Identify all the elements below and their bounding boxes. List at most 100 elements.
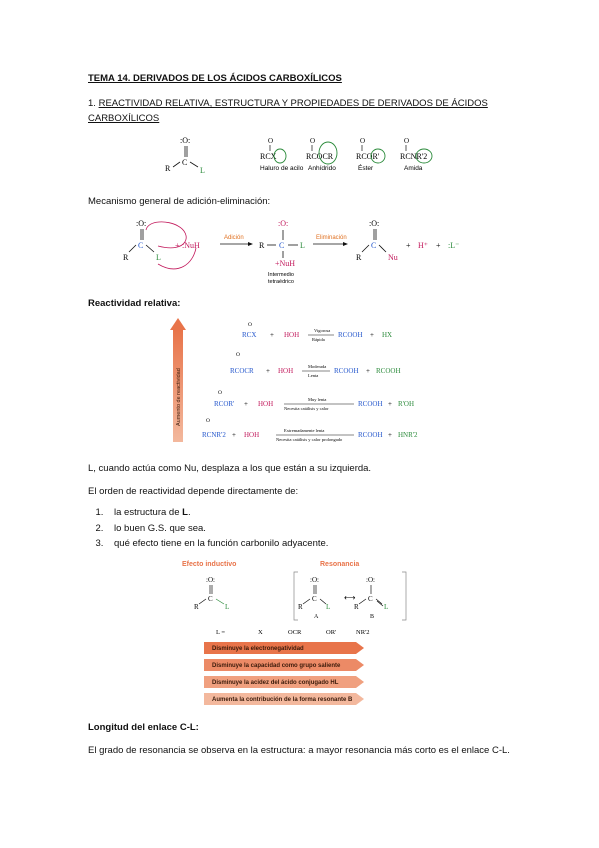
- inductive-resonance-figure: Efecto inductivo Resonancia :O: C R L :O…: [182, 561, 407, 705]
- page-title: TEMA 14. DERIVADOS DE LOS ÁCIDOS CARBOXÍ…: [88, 73, 342, 84]
- derivative-o: O: [404, 137, 409, 145]
- inductive-l: L: [225, 603, 229, 611]
- section-heading: 1. REACTIVIDAD RELATIVA, ESTRUCTURA Y PR…: [88, 96, 508, 126]
- reactant-carbon: C: [138, 241, 143, 250]
- row-byproduct: R'OH: [398, 400, 414, 408]
- trend-bar-label: Disminuye la acidez del ácido conjugado …: [212, 680, 339, 686]
- factor-item: lo buen G.S. que sea.: [106, 521, 528, 537]
- inductive-carbon: C: [208, 595, 213, 603]
- trend-bar-label: Disminuye la capacidad como grupo salien…: [212, 663, 341, 669]
- trend-bar-3: [204, 676, 364, 688]
- row-condition-top: Vigorosa: [314, 328, 330, 333]
- derivative-formula: RCNR'2: [400, 152, 427, 161]
- plus-sign: +: [406, 241, 411, 250]
- row-condition-bottom: Necesita catálisis y calor prolongado: [276, 437, 343, 442]
- row-product: RCOOH: [358, 431, 383, 439]
- inductive-oxygen: :O:: [206, 576, 215, 584]
- resonance-a-l: L: [326, 603, 330, 611]
- inductive-effect-title: Efecto inductivo: [182, 561, 236, 568]
- factor-text: qué efecto tiene en la función carbonilo…: [114, 538, 329, 549]
- resonance-b-carbon: C: [368, 595, 373, 603]
- trend-bar-1: [204, 642, 364, 654]
- addition-elimination-mechanism: :O: C R L + :NuH Adición :O: R C L +NuH …: [123, 219, 459, 285]
- plus-sign: +: [436, 241, 441, 250]
- displacement-note-text: L, cuando actúa como Nu, desplaza a los …: [88, 463, 372, 474]
- row-condition-bottom: Necesita catálisis y calor: [284, 406, 329, 411]
- bond-length-paragraph: El grado de resonancia se observa en la …: [88, 745, 510, 756]
- factor-item: qué efecto tiene en la función carbonilo…: [106, 536, 528, 552]
- row-reagent: HOH: [258, 400, 273, 408]
- reactivity-row: O RCNR'2 + HOH Extremadamente lenta Nece…: [202, 418, 418, 442]
- trend-bar-2: [204, 659, 364, 671]
- inductive-r: R: [194, 603, 199, 611]
- plus-sign: +: [388, 400, 392, 408]
- reactant-r: R: [123, 253, 129, 262]
- proton: H⁺: [418, 241, 428, 250]
- reactant-oxygen: :O:: [136, 219, 146, 228]
- l-row-label: L =: [216, 629, 225, 636]
- row-compound: RCNR'2: [202, 431, 226, 439]
- row-compound: RCOCR: [230, 367, 254, 375]
- resonance-form-b: B: [370, 614, 374, 620]
- resonance-arrow: ⟷: [344, 593, 356, 602]
- intermediate-l: L: [300, 241, 305, 250]
- derivative-name: Haluro de acilo: [260, 165, 304, 172]
- l-row-ocr: OCR: [288, 629, 302, 636]
- resonance-title: Resonancia: [320, 561, 359, 568]
- row-byproduct: HX: [382, 331, 392, 339]
- product-nu: Nu: [388, 253, 398, 262]
- derivative-anhydride: O RCOCR Anhídrido: [306, 137, 338, 172]
- plus-sign: +: [175, 241, 180, 250]
- row-condition-top: Extremadamente lenta: [284, 428, 324, 433]
- derivative-amide: O RCNR'2 Amida: [400, 137, 433, 172]
- reactivity-row: O RCX + HOH Vigorosa Rápida RCOOH + HX: [242, 322, 392, 342]
- product-oxygen: :O:: [369, 219, 379, 228]
- trend-bar-label: Aumenta la contribución de la forma reso…: [212, 697, 353, 703]
- reactant-l: L: [156, 253, 161, 262]
- plus-sign: +: [266, 367, 270, 375]
- factor-tail: .: [187, 507, 191, 518]
- reactivity-label: Reactividad relativa:: [88, 298, 181, 309]
- resonance-b-l: L: [384, 603, 388, 611]
- l-row-or: OR': [326, 629, 336, 636]
- r-group: R: [165, 164, 171, 173]
- reactivity-axis-label: Aumento de reactividad: [176, 368, 182, 426]
- resonance-a-oxygen: :O:: [310, 576, 319, 584]
- resonance-form-a: A: [314, 614, 319, 620]
- addition-label: Adición: [224, 235, 244, 241]
- derivative-o: O: [268, 137, 273, 145]
- row-product: RCOOH: [334, 367, 359, 375]
- plus-sign: +: [270, 331, 274, 339]
- carbonyl-oxygen: :O:: [180, 136, 190, 145]
- row-condition-bottom: Rápida: [312, 337, 325, 342]
- reactivity-row: O RCOR' + HOH Muy lenta Necesita catális…: [214, 390, 414, 411]
- mechanism-label: Mecanismo general de adición-eliminación…: [88, 196, 271, 207]
- factors-list: la estructura de L. lo buen G.S. que sea…: [88, 505, 528, 552]
- section-number: 1.: [88, 98, 96, 109]
- derivative-o: O: [310, 137, 315, 145]
- row-condition-top: Muy lenta: [308, 397, 326, 402]
- displacement-note: L, cuando actúa como Nu, desplaza a los …: [88, 461, 528, 476]
- row-o: O: [236, 352, 240, 358]
- bond-length-heading: Longitud del enlace C-L:: [88, 722, 199, 733]
- plus-sign: +: [244, 400, 248, 408]
- plus-sign: +: [388, 431, 392, 439]
- acyl-derivatives-figure: :O: C R L O RCX Haluro de acilo O RCOCR …: [165, 136, 433, 175]
- plus-sign: +: [370, 331, 374, 339]
- reactivity-axis: [173, 330, 183, 442]
- leaving-group-anion: :L⁻: [448, 241, 459, 250]
- row-condition-bottom: Lenta: [308, 373, 318, 378]
- resonance-b-r: R: [354, 603, 359, 611]
- order-note: El orden de reactividad depende directam…: [88, 486, 299, 497]
- product-r: R: [356, 253, 362, 262]
- resonance-b-oxygen: :O:: [366, 576, 375, 584]
- row-product: RCOOH: [358, 400, 383, 408]
- elimination-label: Eliminación: [316, 235, 347, 241]
- row-byproduct: HNR'2: [398, 431, 418, 439]
- derivative-ester: O RCOR' Éster: [356, 137, 386, 172]
- row-compound: RCX: [242, 331, 256, 339]
- row-product: RCOOH: [338, 331, 363, 339]
- derivative-name: Éster: [358, 163, 374, 172]
- row-o: O: [206, 418, 210, 424]
- section-heading-text: REACTIVIDAD RELATIVA, ESTRUCTURA Y PROPI…: [88, 98, 488, 124]
